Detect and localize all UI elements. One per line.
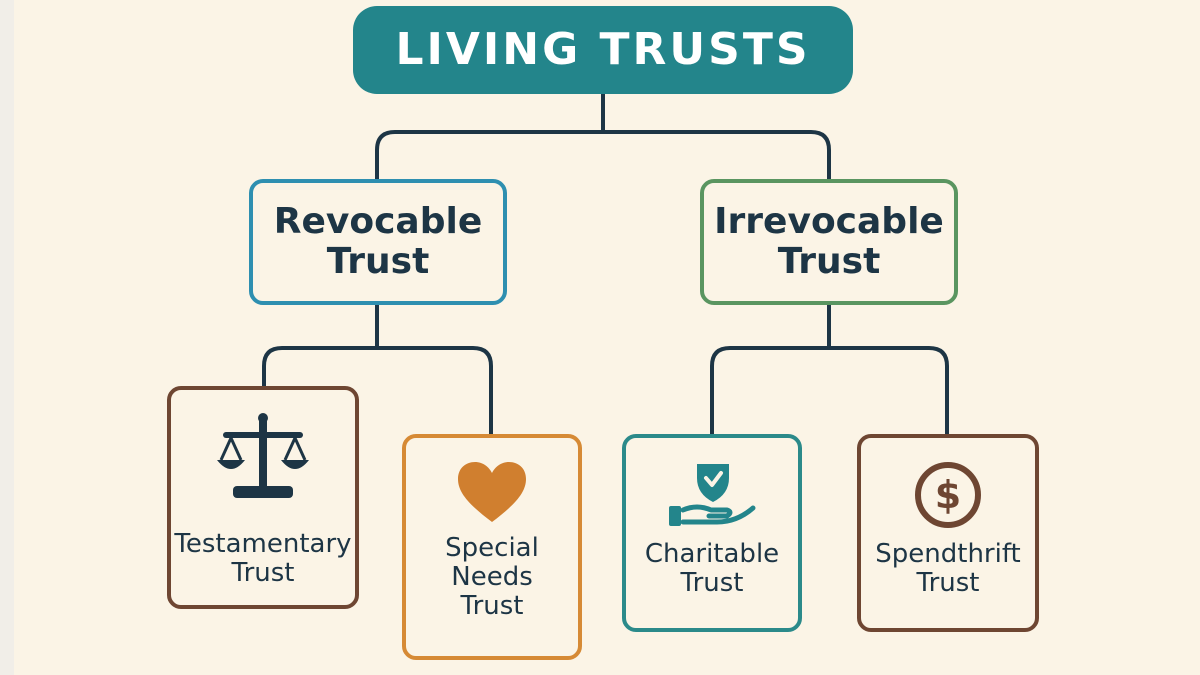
special-needs-label-line1: Special xyxy=(445,533,539,563)
connector-root-branches xyxy=(375,130,831,179)
revocable-label-line2: Trust xyxy=(326,241,430,282)
testamentary-trust-box: Testamentary Trust xyxy=(167,386,359,609)
svg-text:$: $ xyxy=(935,473,961,517)
scales-icon xyxy=(217,413,309,498)
revocable-trust-box: Revocable Trust xyxy=(249,179,507,305)
heart-icon xyxy=(458,462,526,522)
irrevocable-label-line1: Irrevocable xyxy=(714,200,944,242)
special-needs-trust-box: Special Needs Trust xyxy=(402,434,582,660)
irrevocable-trust-box: Irrevocable Trust xyxy=(700,179,958,305)
connector-irrevocable-children xyxy=(710,346,949,434)
special-needs-label-line2: Needs xyxy=(451,562,533,593)
hand-heart-icon xyxy=(669,464,756,526)
spendthrift-label-line2: Trust xyxy=(916,568,980,599)
special-needs-label-line3: Trust xyxy=(460,591,524,622)
revocable-label-line1: Revocable xyxy=(273,200,483,242)
testamentary-label-line1: Testamentary xyxy=(174,529,352,559)
irrevocable-label-line2: Trust xyxy=(777,241,881,282)
charitable-label-line1: Charitable xyxy=(644,539,780,569)
connector-revocable-children xyxy=(262,346,493,434)
spendthrift-label-line1: Spendthrift xyxy=(875,539,1021,569)
charitable-trust-box: Charitable Trust xyxy=(622,434,802,632)
charitable-label-line2: Trust xyxy=(680,568,744,599)
dollar-coin-icon: $ xyxy=(915,462,981,528)
title-box: LIVING TRUSTS xyxy=(353,6,853,94)
page-title: LIVING TRUSTS xyxy=(395,24,811,76)
left-edge-strip xyxy=(0,0,14,675)
spendthrift-trust-box: $ Spendthrift Trust xyxy=(857,434,1039,632)
testamentary-label-line2: Trust xyxy=(231,558,295,589)
